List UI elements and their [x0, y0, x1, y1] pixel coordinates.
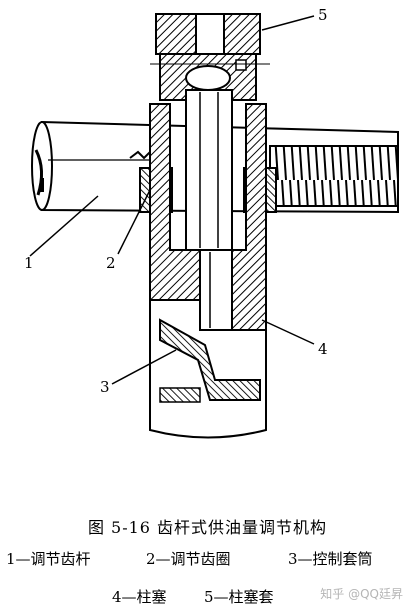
- legend-item: 3—控制套筒: [288, 550, 373, 568]
- leader-lines: [29, 15, 315, 385]
- label-part-4: 4: [318, 340, 328, 358]
- plunger: [185, 89, 233, 331]
- label-part-5: 5: [318, 6, 328, 24]
- figure-caption: 图 5-16 齿杆式供油量调节机构: [87, 518, 328, 537]
- plunger-barrel: [150, 13, 270, 101]
- watermark: 知乎 @QQ廷昇: [320, 587, 403, 601]
- label-part-2: 2: [106, 254, 116, 272]
- legend-item: 5—柱塞套: [204, 588, 274, 606]
- legend-item: 2—调节齿圈: [146, 550, 231, 568]
- label-part-3: 3: [100, 378, 110, 396]
- legend-item: 1—调节齿杆: [6, 550, 91, 568]
- label-part-1: 1: [24, 254, 34, 272]
- fuel-pump-rack-mechanism-diagram: [29, 13, 399, 439]
- legend-item: 4—柱塞: [112, 588, 167, 606]
